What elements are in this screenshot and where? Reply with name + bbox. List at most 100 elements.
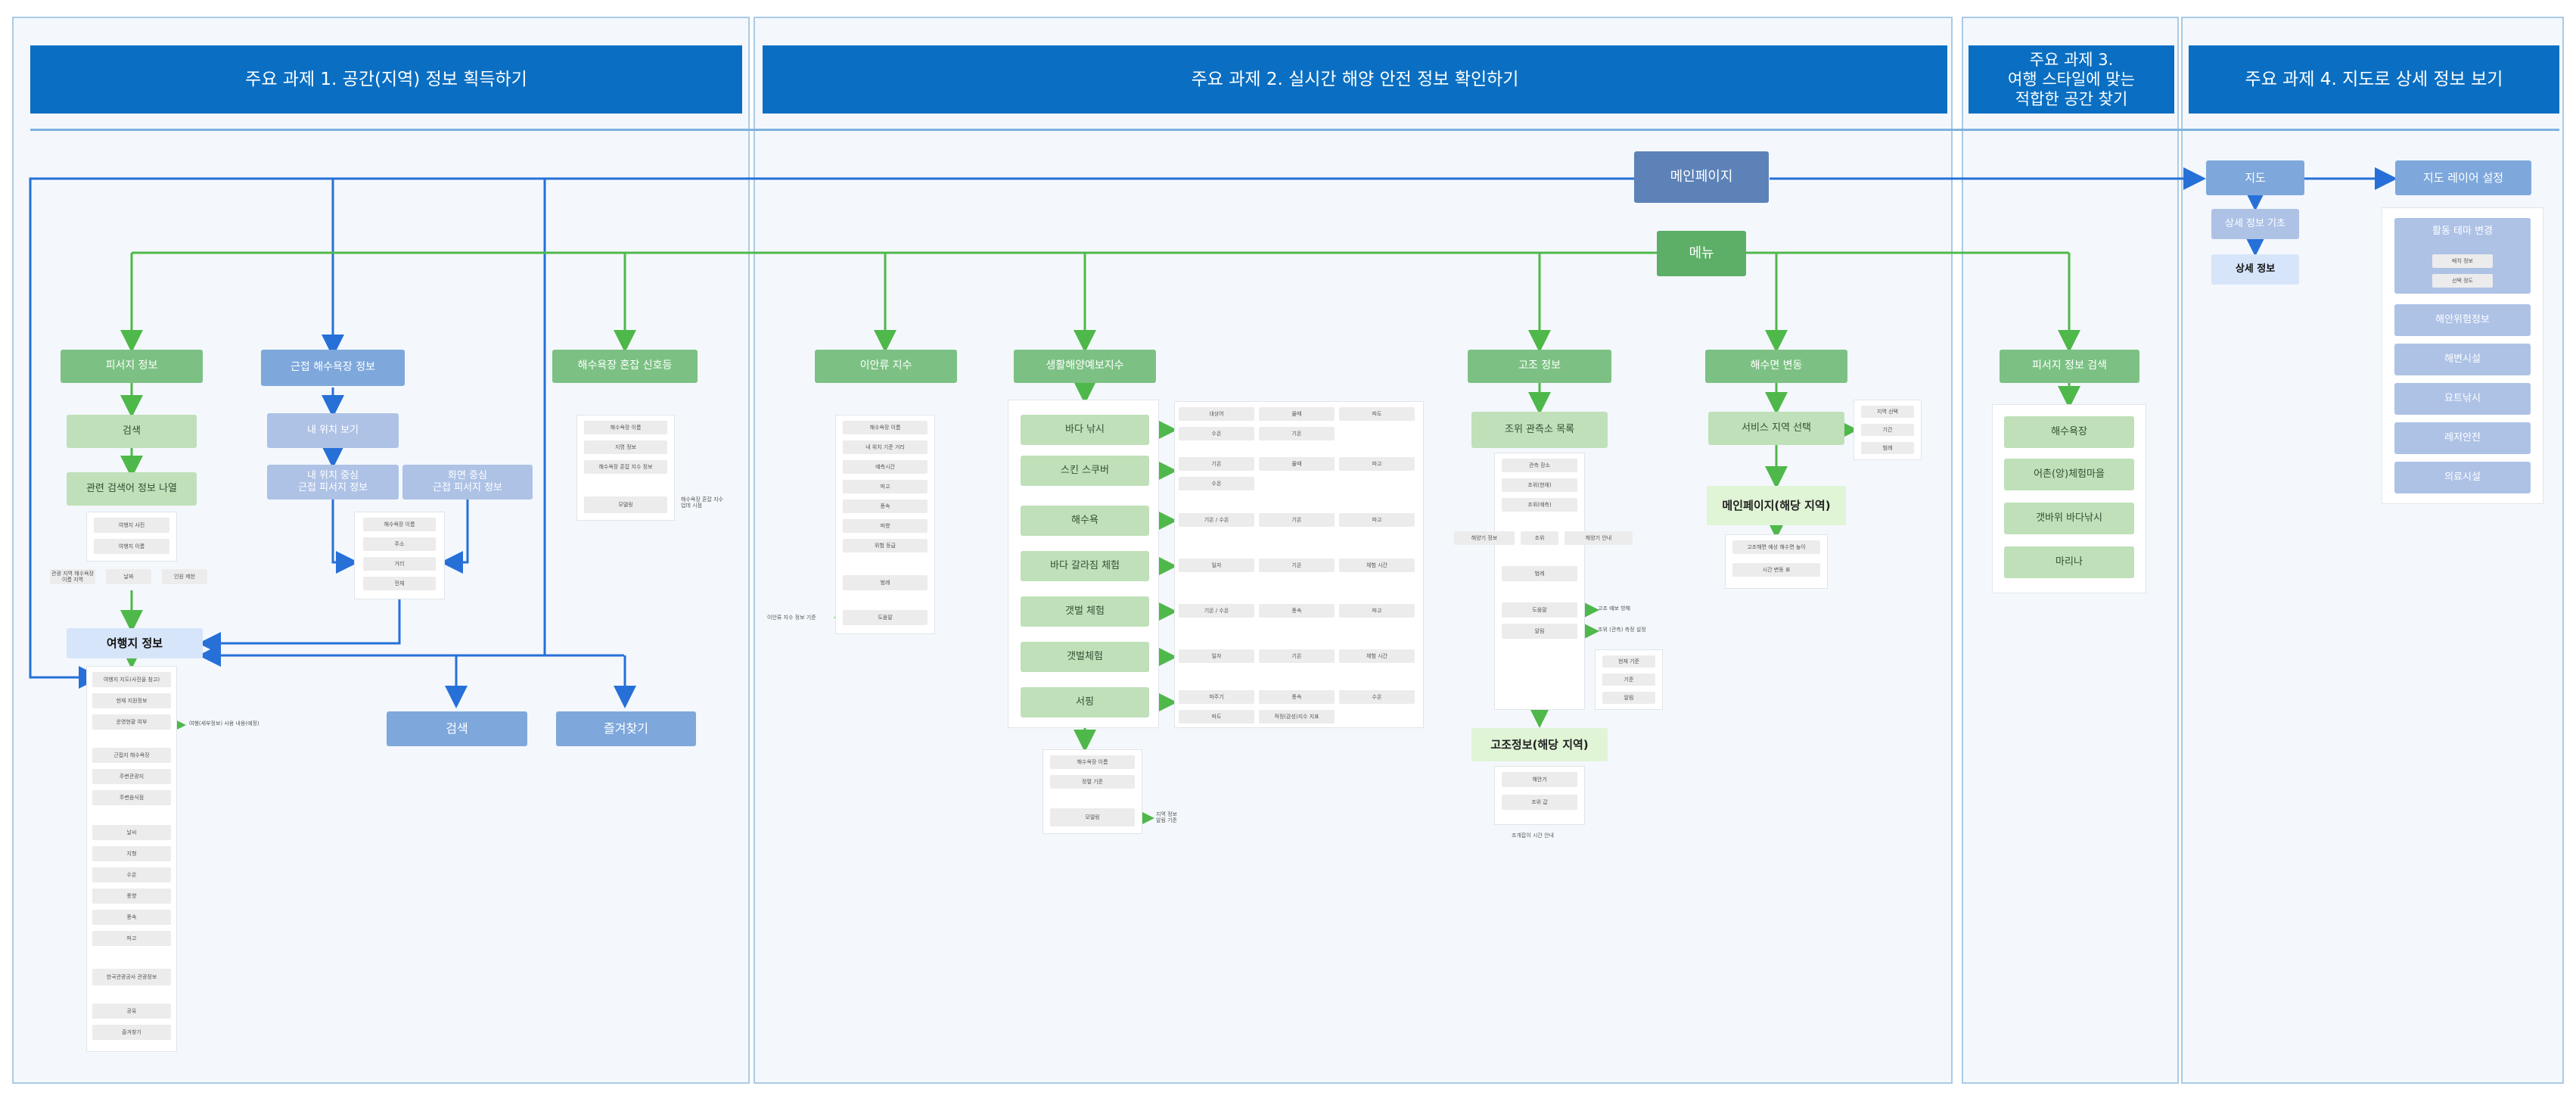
nearby-info-node[interactable]: 근접 해수욕장 정보 (261, 350, 405, 386)
tide-note: 조위 (관측) 측정 설정 (1598, 627, 1646, 633)
crowd-item: 해수욕장 혼잡 지수 정보 (584, 460, 667, 474)
style-item[interactable]: 마리나 (2004, 546, 2134, 578)
travel-item: 주변음식점 (92, 790, 171, 805)
life-grid-cell: 일자 (1179, 559, 1254, 572)
tide-info-node[interactable]: 고조 정보 (1468, 350, 1611, 383)
life-grid-cell: 일자 (1179, 649, 1254, 663)
tide-note: 고조 예보 방해 (1598, 605, 1631, 612)
sea-side-item: 범례 (1861, 442, 1914, 454)
layer-item[interactable]: 레저안전 (2394, 422, 2531, 454)
activity-theme-item: 배치 정보 (2432, 254, 2493, 268)
life-grid-cell: 기온 / 수온 (1179, 604, 1254, 618)
rip-item: 범례 (843, 575, 928, 590)
layer-item[interactable]: 해변시설 (2394, 344, 2531, 375)
life-grid-cell: 체험 시간 (1339, 559, 1415, 572)
rip-current-node[interactable]: 이안류 지수 (815, 350, 957, 383)
my-center-node[interactable]: 내 위치 중심 근접 피서지 정보 (267, 465, 399, 500)
tide-sub-item: 알림 (1602, 692, 1655, 704)
tide-item: 범례 (1502, 566, 1577, 581)
life-item[interactable]: 바다 낚시 (1021, 415, 1149, 445)
sea-level-node[interactable]: 해수면 변동 (1705, 350, 1847, 383)
activity-theme-item: 선택 정도 (2432, 274, 2493, 288)
life-item[interactable]: 갯벌 체험 (1021, 596, 1149, 627)
task2-header: 주요 과제 2. 실시간 해양 안전 정보 확인하기 (763, 45, 1947, 114)
search-list-node[interactable]: 관련 검색어 정보 나열 (67, 472, 197, 506)
tide-row-item: 조위 (1521, 531, 1558, 545)
tide-item: 알림 (1502, 624, 1577, 639)
sea-region-node[interactable]: 메인페이지(해당 지역) (1707, 486, 1846, 525)
life-item[interactable]: 스킨 스쿠버 (1021, 456, 1149, 486)
layer-item[interactable]: 요트낚시 (2394, 383, 2531, 415)
main-page-node[interactable]: 메인페이지 (1634, 151, 1769, 203)
beach-search-info-node[interactable]: 피서지 정보 검색 (2000, 350, 2139, 383)
tide-item: 도움말 (1502, 602, 1577, 618)
menu-node[interactable]: 메뉴 (1657, 231, 1746, 276)
layer-item[interactable]: 해안위험정보 (2394, 304, 2531, 336)
life-grid-cell: 기온 (1259, 649, 1335, 663)
crowd-note: 해수욕장 혼잡 지수 업데 시점 (681, 496, 723, 509)
life-item[interactable]: 바다 갈라짐 체험 (1021, 551, 1149, 581)
rip-item: 해수욕장 이름 (843, 421, 928, 434)
travel-item: 공유 (92, 1004, 171, 1019)
tide-item: 조위(예측) (1502, 498, 1577, 512)
screen-center-node[interactable]: 화면 중심 근접 피서지 정보 (402, 465, 533, 500)
life-grid-cell: 풍속 (1259, 690, 1335, 704)
crowd-item: 해수욕장 이름 (584, 421, 667, 434)
travel-item: 날씨 (92, 825, 171, 840)
crowd-signal-node[interactable]: 해수욕장 혼잡 신호등 (552, 350, 698, 383)
nearby-item: 거리 (363, 557, 436, 571)
travel-item: 여행지 지도(사진을 참고) (92, 672, 171, 687)
crowd-model-button[interactable]: 모델링 (584, 496, 667, 513)
task1-header: 주요 과제 1. 공간(지역) 정보 획득하기 (30, 45, 742, 114)
tide-row-item: 해양기 정보 (1454, 531, 1515, 545)
beach-info-node[interactable]: 피서지 정보 (61, 350, 203, 383)
travel-item: 운영현황 여부 (92, 714, 171, 730)
life-sub-item: 정렬 기준 (1050, 775, 1135, 789)
life-grid-cell: 기온 (1179, 457, 1254, 471)
map-node[interactable]: 지도 (2206, 160, 2304, 195)
life-grid-cell: 파고 (1339, 457, 1415, 471)
service-area-select-node[interactable]: 서비스 지역 선택 (1708, 412, 1844, 445)
travel-item: 한국관광공사 관광정보 (92, 969, 171, 985)
my-location-node[interactable]: 내 위치 보기 (267, 413, 399, 448)
rip-item: 풍속 (843, 500, 928, 513)
life-item[interactable]: 갯벌체험 (1021, 642, 1149, 672)
favorites-button-node[interactable]: 즐겨찾기 (556, 711, 696, 746)
life-grid-cell: 파도 (1179, 710, 1254, 724)
life-item[interactable]: 서핑 (1021, 687, 1149, 717)
travel-item: 수온 (92, 867, 171, 882)
life-note: 지역 정보 알림 기준 (1156, 811, 1177, 824)
style-item[interactable]: 어촌(앙)체험마을 (2004, 459, 2134, 490)
travel-item: 주변관광지 (92, 769, 171, 784)
life-grid-cell: 파주기 (1179, 690, 1254, 704)
search-list-item: 여행지 사진 (94, 518, 169, 533)
travel-item: 현재 지원정보 (92, 693, 171, 708)
style-item[interactable]: 갯바위 바다낚시 (2004, 503, 2134, 534)
tide-region-node[interactable]: 고조정보(해당 지역) (1471, 728, 1608, 761)
layer-item[interactable]: 의료시설 (2394, 462, 2531, 493)
life-forecast-node[interactable]: 생활해양예보지수 (1014, 350, 1156, 383)
life-grid-cell: 물때 (1259, 407, 1335, 421)
life-grid-cell: 풍속 (1259, 604, 1335, 618)
tide-station-list-node[interactable]: 조위 관측소 목록 (1471, 412, 1608, 448)
life-model-button[interactable]: 모델링 (1050, 808, 1135, 826)
detail-node[interactable]: 상세 정보 (2211, 254, 2299, 285)
map-layer-node[interactable]: 지도 레이어 설정 (2395, 160, 2531, 195)
crowd-item: 지명 정보 (584, 440, 667, 454)
detail-base-node[interactable]: 상세 정보 기초 (2211, 209, 2299, 239)
tide-item: 관측 장소 (1502, 459, 1577, 472)
travel-info-node[interactable]: 여행지 정보 (67, 628, 203, 658)
life-grid-cell: 파고 (1339, 604, 1415, 618)
nearby-item: 전체 (363, 577, 436, 590)
rip-item: 위험 등급 (843, 539, 928, 552)
rip-item: 예측시간 (843, 460, 928, 474)
search-button-node[interactable]: 검색 (387, 711, 527, 746)
beach-search-node[interactable]: 검색 (67, 415, 197, 448)
travel-item: 근접지 해수욕장 (92, 748, 171, 763)
style-item[interactable]: 해수욕장 (2004, 416, 2134, 448)
life-item[interactable]: 해수욕 (1021, 506, 1149, 536)
life-grid-cell: 수온 (1179, 427, 1254, 440)
life-grid-cell: 파고 (1339, 513, 1415, 527)
sea-region-item: 고조해면 예상 해수면 높이 (1732, 540, 1820, 554)
life-grid-cell: 기온 (1259, 427, 1335, 440)
